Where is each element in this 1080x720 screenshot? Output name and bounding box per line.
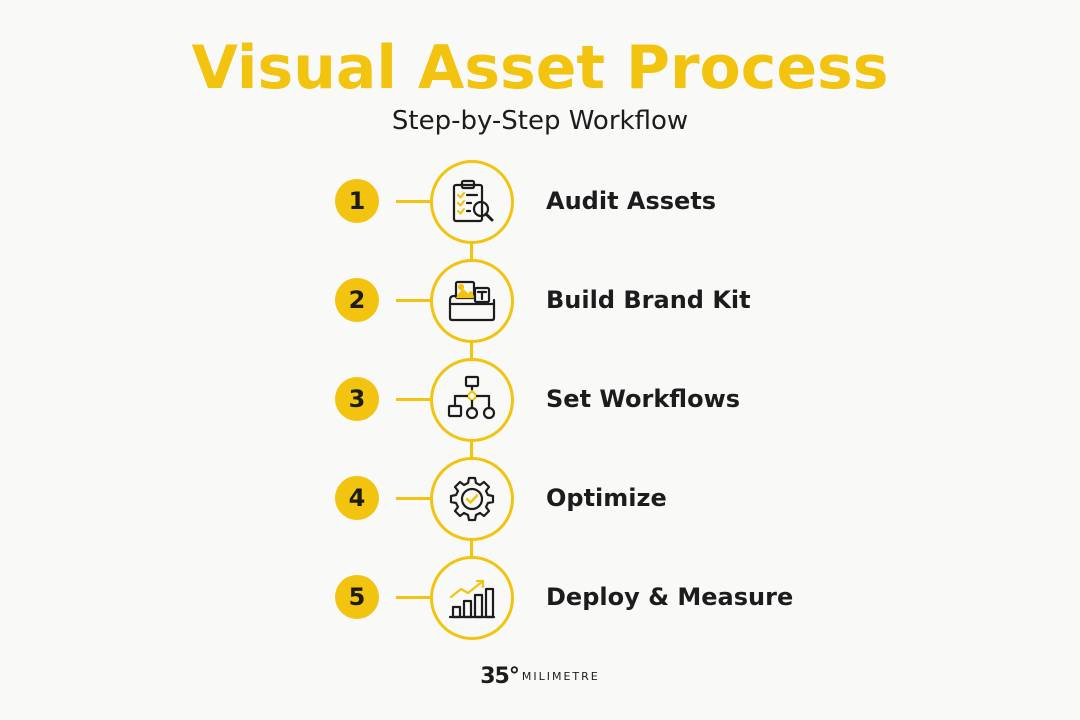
page-title: Visual Asset Process: [191, 33, 889, 103]
step-label: Audit Assets: [546, 187, 717, 215]
step-icon-ring: [430, 358, 514, 442]
step-label: Build Brand Kit: [546, 286, 751, 314]
folder-assets-icon: [448, 280, 496, 322]
gear-check-icon: [449, 476, 495, 522]
step-label: Deploy & Measure: [546, 583, 794, 611]
workflow-step-5: 5 Deploy & Measure: [0, 555, 1080, 640]
step-number-badge: 2: [335, 278, 379, 322]
brand-logo-wordmark: MILIMETRE: [521, 670, 600, 683]
step-number-badge: 5: [335, 575, 379, 619]
step-icon-ring: [430, 259, 514, 343]
step-number-badge: 3: [335, 377, 379, 421]
page-subtitle: Step-by-Step Workflow: [391, 106, 689, 136]
step-connector-line: [396, 497, 430, 500]
step-number-badge: 4: [335, 476, 379, 520]
growth-chart-icon: [448, 579, 496, 619]
step-icon-ring: [430, 160, 514, 244]
step-number-badge: 1: [335, 179, 379, 223]
step-icon-ring: [430, 457, 514, 541]
step-label: Optimize: [546, 484, 667, 512]
workflow-step-2: 2 Build Brand Kit: [0, 258, 1080, 343]
clipboard-search-icon: [452, 179, 494, 223]
workflow-step-4: 4 Optimize: [0, 456, 1080, 541]
brand-logo-mark: 35°: [480, 664, 520, 689]
step-connector-line: [396, 398, 430, 401]
workflow-step-1: 1 Audit Assets: [0, 159, 1080, 244]
brand-logo: 35°MILIMETRE: [0, 664, 1080, 689]
step-connector-line: [396, 200, 430, 203]
step-connector-line: [396, 596, 430, 599]
step-connector-line: [396, 299, 430, 302]
step-icon-ring: [430, 556, 514, 640]
flowchart-icon: [447, 375, 496, 420]
step-label: Set Workflows: [546, 385, 741, 413]
workflow-step-3: 3 Set Workflows: [0, 357, 1080, 442]
